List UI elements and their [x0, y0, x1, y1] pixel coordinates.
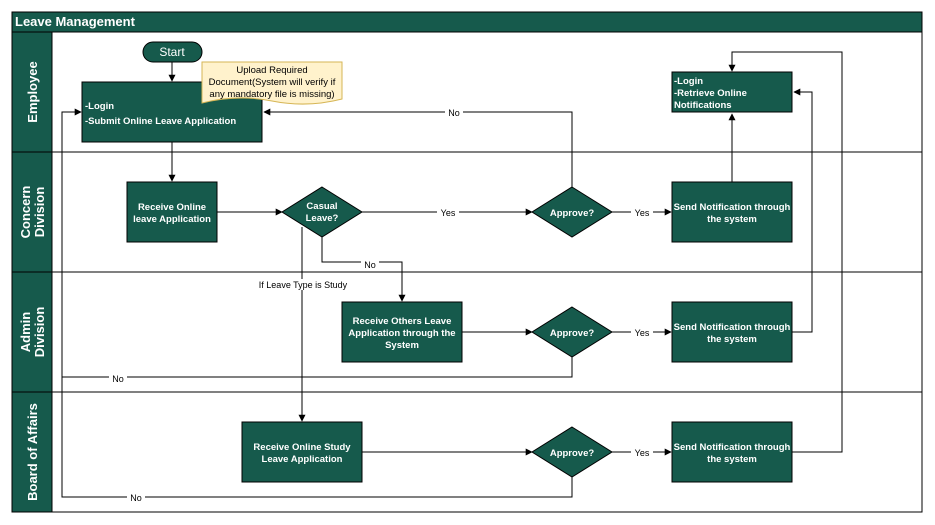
ad-receive-line3: System: [385, 340, 419, 351]
edge-send3-to-retrieve: [728, 51, 843, 453]
edge-send2-to-retrieve: [792, 88, 813, 333]
note-line3: any mandatory file is missing): [209, 89, 334, 100]
send-board-line1: Send Notification through: [674, 442, 791, 453]
pool-header: [11, 11, 923, 33]
ad-receive-line2: Application through the: [348, 328, 455, 339]
ad-receive-line1: Receive Others Leave: [353, 316, 452, 327]
start-label: Start: [159, 45, 185, 59]
ba-receive-line1: Receive Online Study: [253, 442, 351, 453]
note-line1: Upload Required: [236, 65, 307, 76]
send-concern-line1: Send Notification through: [674, 202, 791, 213]
retrieve-line1: -Login: [674, 76, 703, 87]
retrieve-line3: Notifications: [674, 100, 732, 111]
send-admin-line1: Send Notification through: [674, 322, 791, 333]
node-send-notification-concern[interactable]: Send Notification through the system: [671, 181, 793, 243]
edges: [61, 51, 843, 498]
label-yes-approve3: Yes: [635, 448, 650, 458]
node-receive-online-leave[interactable]: Receive Online leave Application: [126, 181, 218, 243]
node-approve-admin[interactable]: Approve?: [531, 306, 613, 358]
label-yes-approve1: Yes: [635, 208, 650, 218]
casual-line2: Leave?: [306, 213, 339, 224]
label-no-approve2: No: [112, 374, 124, 384]
note-line2: Document(System will verify if: [209, 77, 336, 88]
lane-label-admin-line1: Admin: [18, 312, 33, 353]
lane-label-admin-line2: Division: [32, 307, 47, 358]
label-yes-approve2: Yes: [635, 328, 650, 338]
label-no-approve1: No: [448, 108, 460, 118]
edge-approve3-no: [61, 377, 573, 498]
cd-receive-line2: leave Application: [133, 214, 211, 225]
send-concern-line2: the system: [707, 214, 757, 225]
ba-receive-line2: Leave Application: [262, 454, 343, 465]
node-casual-leave-decision[interactable]: Casual Leave?: [281, 186, 363, 238]
pool-title: Leave Management: [15, 14, 136, 29]
lane-label-concern-line2: Division: [32, 187, 47, 238]
label-no-approve3: No: [130, 493, 142, 503]
edge-approve1-no: [263, 108, 573, 187]
casual-line1: Casual: [306, 201, 337, 212]
send-board-line2: the system: [707, 454, 757, 465]
approve-board-label: Approve?: [550, 448, 595, 459]
lane-board-of-affairs: Board of Affairs: [11, 391, 923, 513]
submit-line2: -Submit Online Leave Application: [85, 116, 236, 127]
node-send-notification-admin[interactable]: Send Notification through the system: [671, 301, 793, 363]
label-study: If Leave Type is Study: [259, 280, 348, 290]
lane-admin-division: Admin Division: [11, 271, 923, 393]
node-send-notification-board[interactable]: Send Notification through the system: [671, 421, 793, 483]
approve-admin-label: Approve?: [550, 328, 595, 339]
edge-labels: No Yes Yes No If Leave Type is Study Yes…: [109, 107, 653, 503]
node-start[interactable]: Start: [142, 41, 203, 63]
retrieve-line2: -Retrieve Online: [674, 88, 747, 99]
label-yes-casual: Yes: [441, 208, 456, 218]
approve-concern-label: Approve?: [550, 208, 595, 219]
node-retrieve-notifications[interactable]: -Login -Retrieve Online Notifications: [671, 71, 793, 113]
send-admin-line2: the system: [707, 334, 757, 345]
lane-label-concern-line1: Concern: [18, 186, 33, 239]
lane-employee: Employee: [11, 31, 923, 153]
node-approve-board[interactable]: Approve?: [531, 426, 613, 478]
lane-label-board: Board of Affairs: [25, 403, 40, 501]
label-no-casual: No: [364, 260, 376, 270]
cd-receive-line1: Receive Online: [138, 202, 206, 213]
note-upload-document: Upload Required Document(System will ver…: [201, 61, 343, 105]
node-receive-others-leave[interactable]: Receive Others Leave Application through…: [341, 301, 463, 363]
node-approve-concern[interactable]: Approve?: [531, 186, 613, 238]
lane-label-employee: Employee: [25, 61, 40, 122]
node-receive-study-leave[interactable]: Receive Online Study Leave Application: [241, 421, 363, 483]
submit-line1: -Login: [85, 101, 114, 112]
